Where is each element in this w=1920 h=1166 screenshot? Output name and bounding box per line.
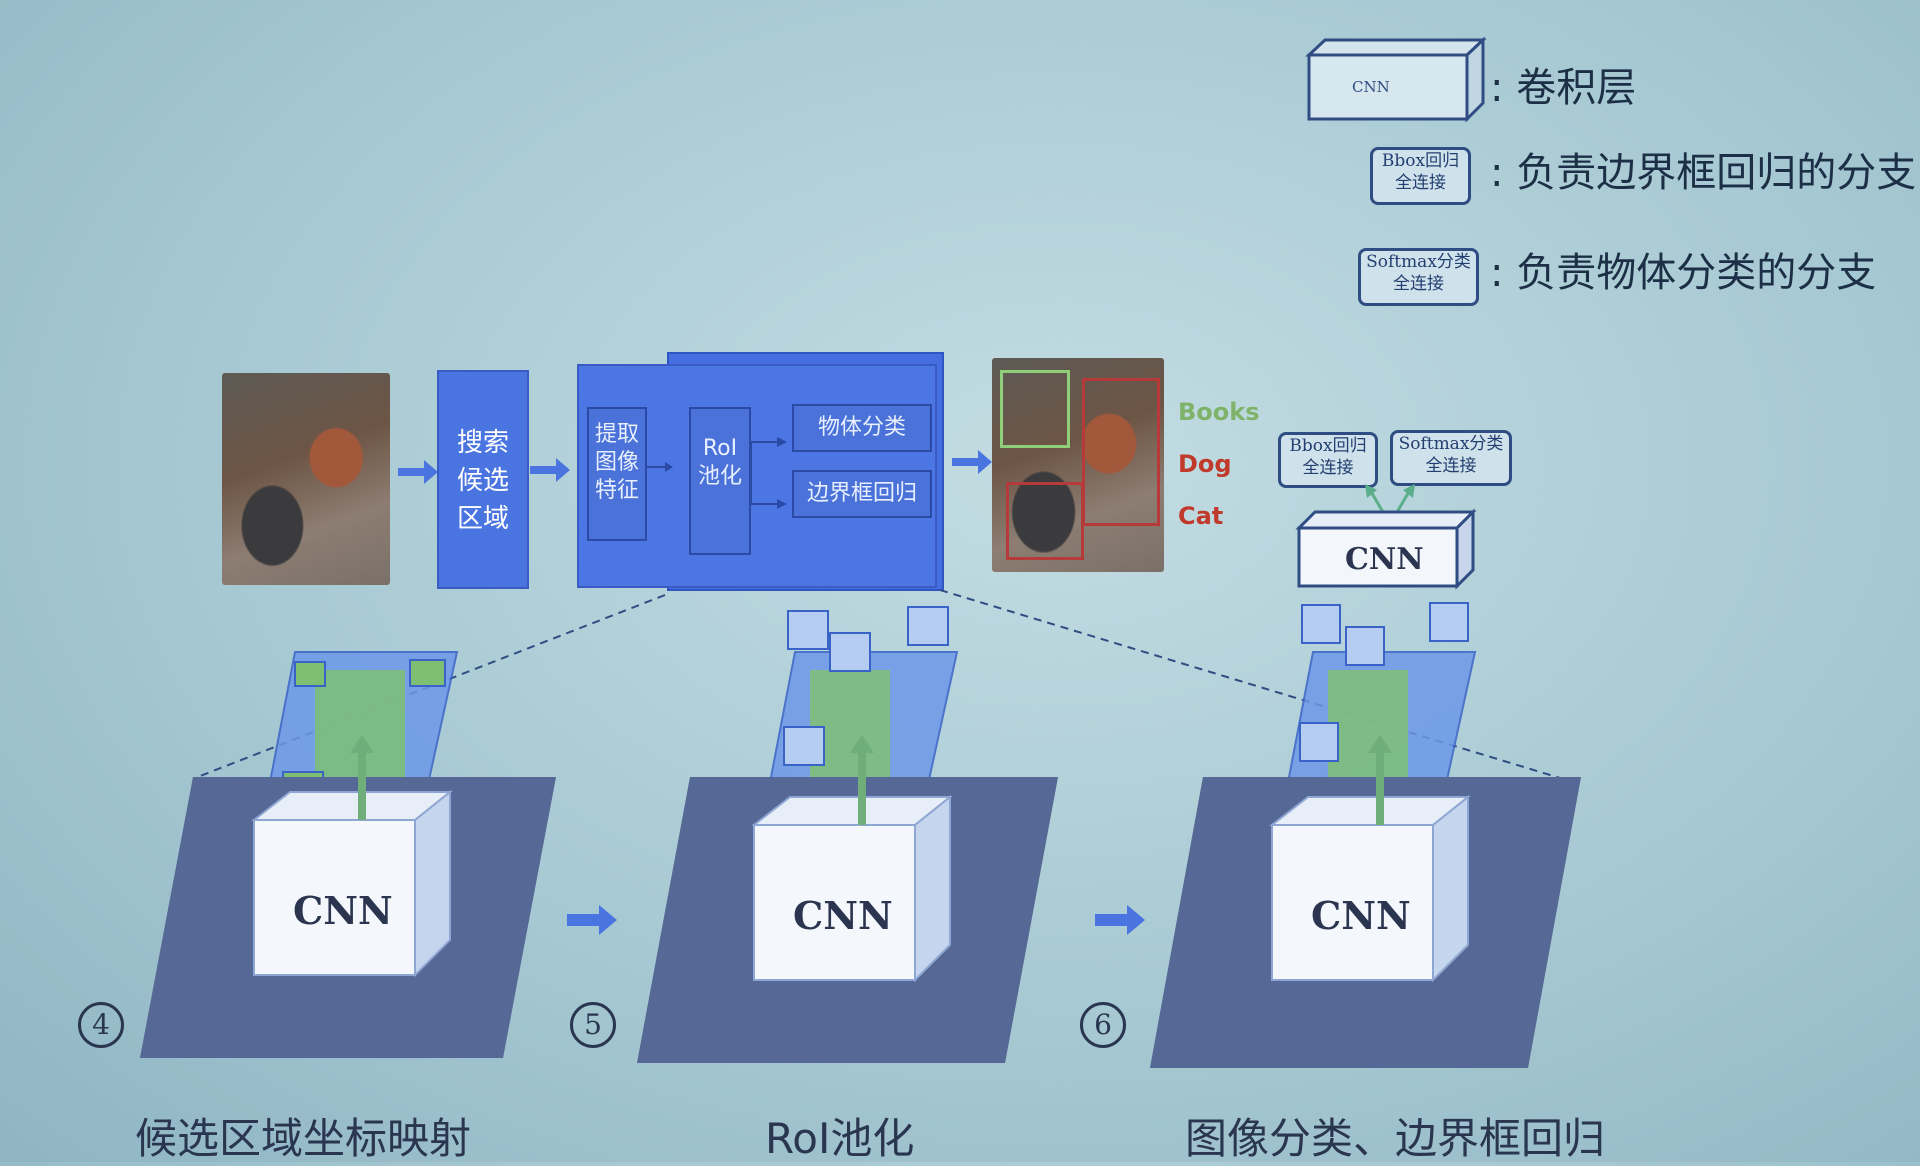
step-5-caption: RoI池化 [765,1114,915,1163]
step-4-number: 4 [78,1002,124,1048]
search-line-1: 搜索 [456,428,509,458]
result-photo [992,358,1164,572]
step-6-caption: 图像分类、边界框回归 [1185,1114,1606,1163]
head-softmax-line2: 全连接 [1425,456,1477,476]
step4-cnn-label: CNN [293,888,393,933]
classify-box: 物体分类 [792,404,932,452]
label-books: Books [1178,398,1260,426]
step-5-number: 5 [570,1002,616,1048]
legend-softmax-line1: Softmax分类 [1366,252,1471,272]
feature-block: 提取 图像 特征 RoI 池化 物体分类 边界框回归 [577,352,944,591]
arrow-right-icon [398,460,438,484]
cat-bbox [1006,482,1084,560]
legend-bbox-line2: 全连接 [1395,173,1446,193]
legend-cnn-label: CNN [1352,78,1390,96]
search-line-2: 候选 [456,466,509,496]
roi-line-1: RoI [702,436,738,461]
label-dog: Dog [1178,450,1232,478]
search-line-3: 区域 [456,504,509,534]
search-region-block: 搜索 候选 区域 [437,370,529,589]
extract-feature-box: 提取 图像 特征 [587,407,647,541]
step5-roi-cells [783,606,949,766]
arrow-right-icon [567,905,617,935]
extract-line-2: 图像 [594,450,639,475]
legend-softmax-line2: 全连接 [1393,274,1444,294]
arrow-right-icon [530,458,570,482]
extract-line-3: 特征 [594,478,639,503]
branch-arrows [750,437,787,509]
step5-cnn-label: CNN [793,893,893,938]
legend-bbox-line1: Bbox回归 [1381,151,1460,171]
roi-pooling-box: RoI 池化 [689,407,751,555]
extract-line-1: 提取 [594,422,639,447]
head-bbox-line2: 全连接 [1302,458,1354,478]
arrow-right-icon [645,462,673,472]
head-softmax-line1: Softmax分类 [1398,434,1504,454]
input-photo [222,373,390,585]
legend-cnn-desc: : 卷积层 [1490,65,1637,111]
head-cnn-cube [1295,508,1477,590]
dog-bbox [1082,378,1160,526]
step4-cnn-cube [251,790,453,978]
legend-softmax-box: Softmax分类 全连接 [1358,248,1479,306]
head-softmax-box: Softmax分类 全连接 [1390,430,1512,486]
roi-line-2: 池化 [697,464,742,489]
step6-cnn-label: CNN [1311,893,1411,938]
step6-cnn-cube [1269,795,1471,983]
arrow-up-icon [850,735,874,825]
arrow-up-icon [350,735,374,820]
bbox-regression-box: 边界框回归 [792,470,932,518]
legend-cnn-box [1305,36,1487,123]
legend-softmax-desc: : 负责物体分类的分支 [1490,250,1877,296]
label-cat: Cat [1178,502,1224,530]
head-bbox-box: Bbox回归 全连接 [1278,432,1378,488]
step6-roi-cells [1299,602,1469,762]
head-bbox-line1: Bbox回归 [1289,436,1367,456]
head-cnn-label: CNN [1345,542,1424,577]
arrow-right-icon [1095,905,1145,935]
arrow-right-icon [952,450,992,474]
books-bbox [1000,370,1070,448]
step-4-caption: 候选区域坐标映射 [135,1114,472,1163]
arrow-up-icon [1368,735,1392,825]
step-6-number: 6 [1080,1002,1126,1048]
step5-cnn-cube [751,795,953,983]
legend-bbox-box: Bbox回归 全连接 [1370,147,1471,205]
legend-bbox-desc: : 负责边界框回归的分支 [1490,150,1917,196]
